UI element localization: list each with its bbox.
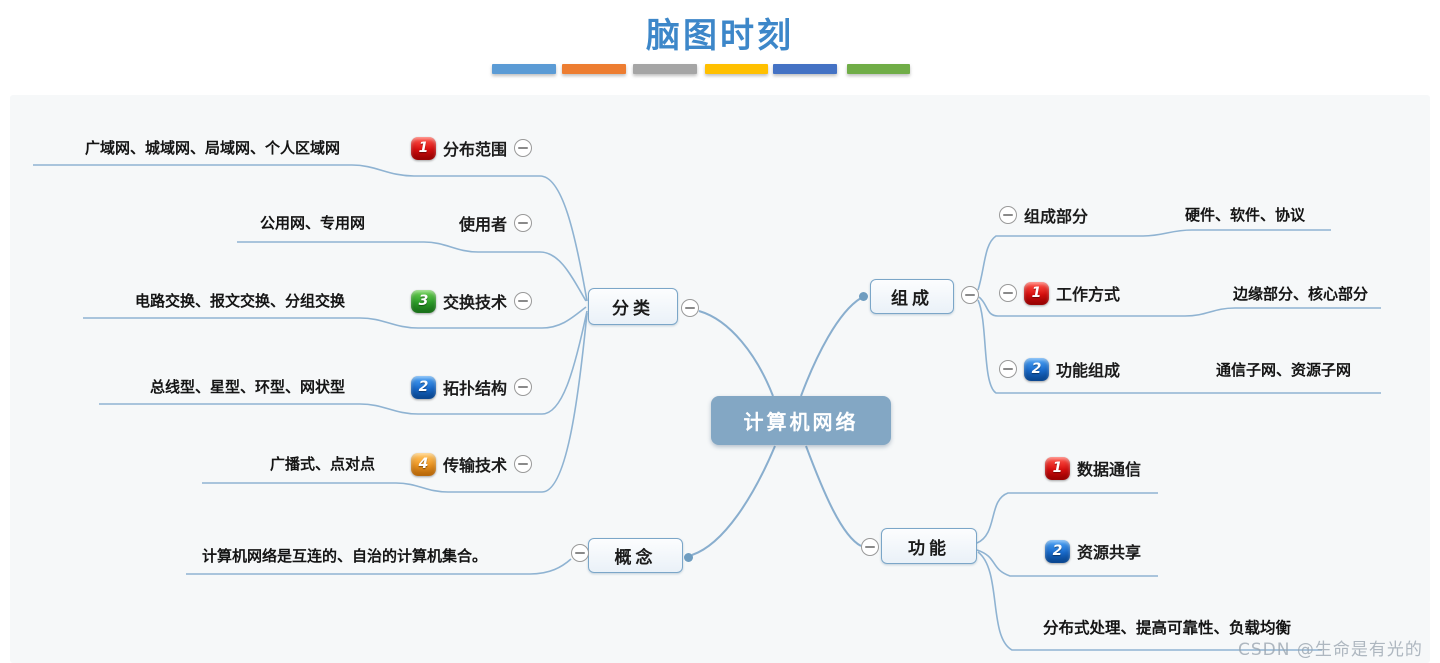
priority-2-icon: 2	[1024, 357, 1049, 381]
subtopic-label: 使用者	[458, 215, 507, 234]
collapse-button-composition[interactable]	[961, 286, 979, 304]
mindmap-canvas: 计算机网络 分类 概念 组成 功能 广域网、城域网、局域网、个人区域网 1 分布…	[10, 95, 1430, 663]
subtopic-switching-tech[interactable]: 3 交换技术	[410, 289, 532, 313]
topic-classification[interactable]: 分类	[588, 288, 678, 325]
collapse-button[interactable]	[514, 455, 532, 473]
priority-1-icon: 1	[1045, 456, 1070, 480]
subtopic-label: 交换技术	[442, 293, 507, 312]
leaf-transmission-tech[interactable]: 广播式、点对点	[269, 455, 375, 473]
leaf-distribution-range[interactable]: 广域网、城域网、局域网、个人区域网	[84, 139, 340, 157]
collapse-button[interactable]	[514, 214, 532, 232]
collapse-button[interactable]	[514, 378, 532, 396]
topic-concept[interactable]: 概念	[588, 538, 683, 573]
collapse-button-classification[interactable]	[681, 299, 699, 317]
subtopic-label: 数据通信	[1077, 460, 1142, 479]
subtopic-label: 功能组成	[1056, 361, 1121, 380]
edge-root-classification	[698, 310, 774, 397]
priority-1-icon: 1	[1024, 281, 1049, 305]
leaf-functional-composition-detail[interactable]: 通信子网、资源子网	[1216, 361, 1352, 379]
leaf-user-type[interactable]: 公用网、专用网	[259, 214, 365, 232]
subtopic-components[interactable]: 组成部分	[999, 203, 1088, 227]
connection-dot-composition	[859, 292, 868, 301]
subtopic-label: 资源共享	[1077, 543, 1142, 562]
edge-root-concept	[691, 445, 776, 556]
collapse-button[interactable]	[999, 284, 1017, 302]
priority-3-icon: 3	[410, 289, 436, 313]
collapse-button[interactable]	[514, 139, 532, 157]
priority-2-icon: 2	[1045, 539, 1070, 563]
leaf-components-detail[interactable]: 硬件、软件、协议	[1185, 206, 1306, 224]
priority-4-icon: 4	[410, 452, 436, 476]
decor-bar-6	[847, 64, 910, 74]
edge-root-composition	[800, 297, 862, 397]
subtopic-label: 拓扑结构	[442, 379, 507, 398]
page-title: 脑图时刻	[646, 16, 794, 56]
subtopic-resource-sharing[interactable]: 2 资源共享	[1045, 539, 1141, 563]
central-topic[interactable]: 计算机网络	[711, 396, 891, 445]
collapse-button-concept[interactable]	[571, 544, 589, 562]
subtopic-label: 传输技术	[442, 456, 507, 475]
priority-2-icon: 2	[410, 375, 436, 399]
csdn-watermark: CSDN @生命是有光的	[1238, 640, 1423, 660]
subtopic-working-mode[interactable]: 1 工作方式	[999, 281, 1120, 305]
subtopic-data-communication[interactable]: 1 数据通信	[1045, 456, 1141, 480]
decor-bar-3	[633, 64, 697, 74]
subtopic-distributed-processing[interactable]: 分布式处理、提高可靠性、负载均衡	[1043, 619, 1292, 637]
collapse-button[interactable]	[999, 206, 1017, 224]
decor-bar-5	[773, 64, 837, 74]
leaf-concept-definition[interactable]: 计算机网络是互连的、自治的计算机集合。	[202, 547, 488, 565]
decor-bar-2	[562, 64, 626, 74]
leaf-working-mode-detail[interactable]: 边缘部分、核心部分	[1233, 285, 1369, 303]
subtopic-user-type[interactable]: 使用者	[459, 211, 532, 235]
leaf-switching-tech[interactable]: 电路交换、报文交换、分组交换	[134, 292, 345, 310]
subtopic-label: 分布范围	[442, 140, 507, 159]
decor-bar-4	[705, 64, 768, 74]
subtopic-label: 工作方式	[1056, 285, 1121, 304]
subtopic-functional-composition[interactable]: 2 功能组成	[999, 357, 1120, 381]
topic-functions[interactable]: 功能	[881, 528, 977, 564]
connection-dot-concept	[684, 553, 693, 562]
subtopic-distribution-range[interactable]: 1 分布范围	[410, 136, 532, 160]
collapse-button[interactable]	[999, 360, 1017, 378]
priority-1-icon: 1	[410, 136, 436, 160]
decor-bar-1	[492, 64, 556, 74]
edge-root-functions	[805, 445, 862, 547]
subtopic-topology[interactable]: 2 拓扑结构	[410, 375, 532, 399]
topic-composition[interactable]: 组成	[870, 279, 954, 314]
leaf-topology[interactable]: 总线型、星型、环型、网状型	[149, 378, 345, 396]
subtopic-label: 组成部分	[1024, 207, 1089, 226]
edge-functions-1	[976, 492, 1158, 544]
subtopic-transmission-tech[interactable]: 4 传输技术	[410, 452, 532, 476]
collapse-button-functions[interactable]	[861, 538, 879, 556]
collapse-button[interactable]	[514, 292, 532, 310]
